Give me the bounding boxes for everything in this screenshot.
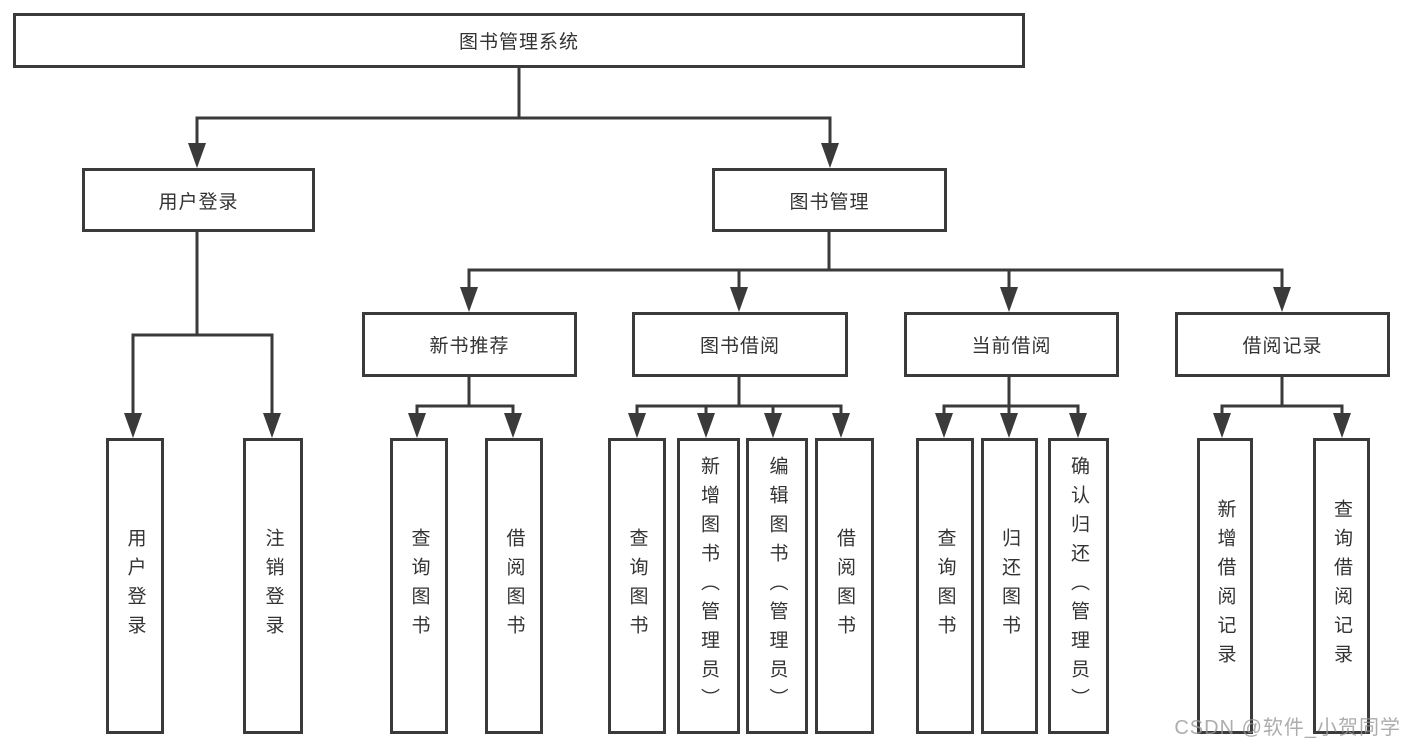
leaf-label: 查询图书 [408, 528, 430, 644]
leaf-user-login: 用户登录 [106, 438, 164, 734]
leaf-add-book-admin: 新增图书（管理员） [677, 438, 740, 734]
leaf-add-borrow-record: 新增借阅记录 [1197, 438, 1253, 734]
node-borrowing-records: 借阅记录 [1175, 312, 1390, 377]
node-book-management: 图书管理 [712, 168, 947, 232]
node-book-borrowing: 图书借阅 [632, 312, 848, 377]
leaf-label: 查询图书 [626, 528, 648, 644]
leaf-label: 注销登录 [262, 528, 284, 644]
leaf-label: 借阅图书 [834, 528, 855, 644]
leaf-label: 查询借阅记录 [1331, 499, 1352, 673]
leaf-query-borrow-record: 查询借阅记录 [1313, 438, 1370, 734]
leaf-query-books-3: 查询图书 [916, 438, 974, 734]
leaf-borrow-books-1: 借阅图书 [485, 438, 543, 734]
leaf-label: 确认归还（管理员） [1068, 455, 1089, 717]
leaf-borrow-books-2: 借阅图书 [815, 438, 874, 734]
leaf-edit-book-admin: 编辑图书（管理员） [746, 438, 808, 734]
leaf-confirm-return-admin: 确认归还（管理员） [1048, 438, 1109, 734]
node-library-system: 图书管理系统 [13, 13, 1025, 68]
leaf-label: 借阅图书 [503, 528, 525, 644]
leaf-label: 查询图书 [934, 528, 956, 644]
watermark: CSDN @软件_小贺同学 [1174, 717, 1401, 739]
node-new-book-recommendation: 新书推荐 [362, 312, 577, 377]
leaf-query-books-2: 查询图书 [608, 438, 666, 734]
leaf-query-books-1: 查询图书 [390, 438, 448, 734]
leaf-logout: 注销登录 [243, 438, 303, 734]
leaf-label: 新增图书（管理员） [698, 455, 719, 717]
node-user-login: 用户登录 [82, 168, 315, 232]
leaf-label: 新增借阅记录 [1214, 499, 1236, 673]
node-current-borrowing: 当前借阅 [904, 312, 1119, 377]
leaf-label: 用户登录 [124, 528, 146, 644]
leaf-label: 编辑图书（管理员） [766, 455, 788, 717]
leaf-return-books: 归还图书 [981, 438, 1038, 734]
leaf-label: 归还图书 [999, 528, 1020, 644]
